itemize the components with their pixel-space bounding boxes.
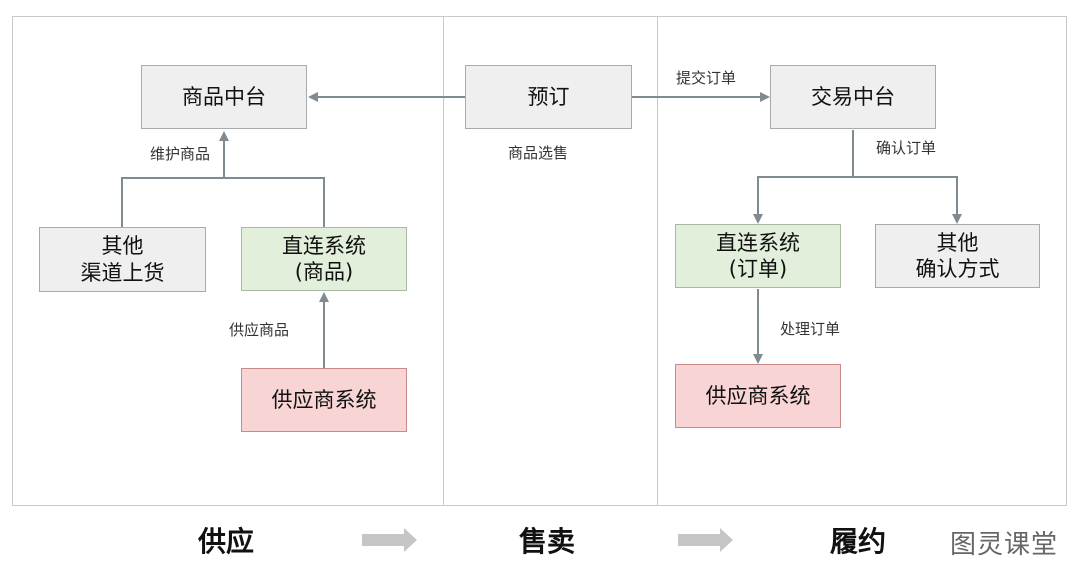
arrow-to-direct-order (753, 176, 853, 224)
direct-system-order-box: 直连系统 (订单) (675, 224, 841, 288)
direct-system-goods-box: 直连系统 (商品) (241, 227, 407, 291)
other-confirm-box: 其他 确认方式 (875, 224, 1040, 288)
label-supply-goods: 供应商品 (229, 321, 290, 339)
stage-sell: 售卖 (519, 525, 576, 558)
label-confirm-order: 确认订单 (876, 139, 937, 157)
arrow-to-other-confirm (853, 176, 962, 224)
trade-platform-box: 交易中台 (770, 65, 936, 129)
stage-supply: 供应 (198, 525, 255, 558)
connector-direct-goods (224, 177, 325, 227)
stage-fulfill: 履约 (830, 525, 887, 558)
connector-other-channels (121, 177, 224, 227)
label-goods-selling: 商品选售 (508, 144, 569, 162)
supplier-system-right-box: 供应商系统 (675, 364, 841, 428)
stage-arrow-2 (678, 528, 733, 552)
supplier-system-left-box: 供应商系统 (241, 368, 407, 432)
goods-platform-box: 商品中台 (141, 65, 307, 129)
watermark-text: 图灵课堂 (950, 530, 1059, 560)
label-submit-order: 提交订单 (676, 69, 737, 87)
other-channels-box: 其他 渠道上货 (39, 227, 206, 292)
booking-box: 预订 (465, 65, 632, 129)
stage-arrow-1 (362, 528, 417, 552)
label-maintain-goods: 维护商品 (150, 145, 211, 163)
label-process-order: 处理订单 (780, 320, 841, 338)
